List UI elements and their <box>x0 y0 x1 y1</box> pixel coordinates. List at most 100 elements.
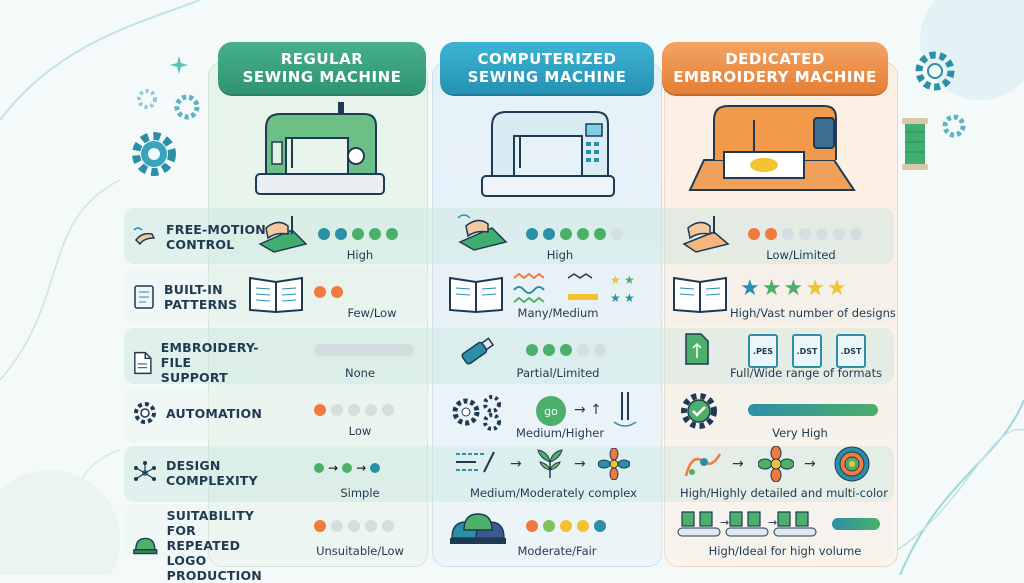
feature-label-automation: AUTOMATION <box>166 405 263 421</box>
rating-dots <box>526 520 606 532</box>
pattern-book-icon <box>134 285 154 309</box>
rating-dots <box>526 228 623 240</box>
file-icon <box>134 351 152 374</box>
svg-text:★: ★ <box>610 291 621 305</box>
usb-file-icon <box>685 333 709 365</box>
network-icon <box>134 461 156 481</box>
production-line-icon: →→ <box>677 511 817 537</box>
flower-icon <box>758 446 794 482</box>
usb-drive-icon <box>461 337 495 365</box>
arrow-icon: → ↑ <box>574 402 602 418</box>
header-regular-line2: SEWING MACHINE <box>242 68 402 86</box>
rating-dots <box>314 404 394 416</box>
svg-text:★: ★ <box>624 273 635 287</box>
gear-icon <box>942 114 966 138</box>
value-embroidery-free-motion: Low/Limited <box>766 248 836 262</box>
pattern-book-icon <box>673 276 727 314</box>
value-computerized-automation: Medium/Higher <box>515 426 605 440</box>
arrow-icon: → <box>732 456 744 472</box>
value-embroidery-logo-production: High/Ideal for high volume <box>708 544 862 558</box>
gear-icon <box>132 132 176 176</box>
embroidery-machine-icon <box>688 105 856 191</box>
arrow-icon: → <box>804 456 816 472</box>
thread-spool-icon <box>902 118 928 170</box>
empty-bar <box>314 344 414 356</box>
value-computerized-logo-production: Moderate/Fair <box>517 544 597 558</box>
hand-fabric-icon <box>133 227 156 246</box>
value-regular-built-in-patterns: Few/Low <box>347 306 397 320</box>
value-computerized-design-complexity: Medium/Moderately complex <box>470 486 637 500</box>
value-computerized-free-motion: High <box>546 248 574 262</box>
value-computerized-embroidery-file: Partial/Limited <box>516 366 600 380</box>
rating-dots <box>318 228 398 240</box>
header-computerized-line2: SEWING MACHINE <box>467 68 627 86</box>
pattern-book-icon <box>449 276 503 314</box>
value-regular-design-complexity: Simple <box>340 486 380 500</box>
value-regular-automation: Low <box>348 424 372 438</box>
svg-text:★: ★ <box>610 273 621 287</box>
stitch-patterns-icon: ★★★★ <box>513 272 635 305</box>
feature-automation: AUTOMATION <box>132 400 282 426</box>
svg-text:→: → <box>768 516 777 529</box>
row-design-complexity <box>124 446 894 502</box>
value-regular-embroidery-file: None <box>344 366 375 380</box>
header-embroidery-line2: EMBROIDERY MACHINE <box>673 68 877 86</box>
rating-dots <box>748 228 862 240</box>
value-embroidery-embroidery-file: Full/Wide range of formats <box>730 366 883 380</box>
progression-dots: →→ <box>314 461 381 475</box>
header-regular: REGULAR SEWING MACHINE <box>218 42 426 94</box>
value-computerized-built-in-patterns: Many/Medium <box>517 306 599 320</box>
hand-fabric-icon <box>457 214 508 251</box>
value-regular-logo-production: Unsuitable/Low <box>316 544 404 558</box>
mandala-icon <box>834 446 870 482</box>
header-computerized-line1: COMPUTERIZED <box>477 50 617 68</box>
rating-dots <box>314 286 343 298</box>
svg-text:→: → <box>720 516 729 529</box>
gear-icon <box>137 89 157 109</box>
flower-icon <box>598 448 630 480</box>
pattern-book-icon <box>249 276 303 314</box>
hand-fabric-icon <box>682 216 730 253</box>
sparkle-icon <box>170 56 188 74</box>
caps-icon <box>450 513 506 544</box>
header-embroidery: DEDICATED EMBROIDERY MACHINE <box>662 42 888 94</box>
value-embroidery-built-in-patterns: High/Vast number of designs <box>730 306 896 320</box>
full-bar <box>748 404 878 416</box>
hand-fabric-icon <box>258 216 308 253</box>
full-bar <box>832 518 880 530</box>
header-computerized: COMPUTERIZED SEWING MACHINE <box>440 42 654 94</box>
ornament-icon <box>684 453 722 477</box>
regular-sewing-machine-icon <box>255 102 385 195</box>
arrow-icon: → <box>574 456 586 472</box>
arrow-icon: → <box>510 456 522 472</box>
gear-check-icon <box>681 393 717 429</box>
svg-text:★: ★ <box>624 291 635 305</box>
cap-icon <box>133 537 158 554</box>
value-regular-free-motion: High <box>346 248 374 262</box>
file-format-badge: .PES <box>748 334 778 368</box>
gear-icon <box>174 94 200 120</box>
rating-dots <box>526 344 606 356</box>
leaf-icon <box>537 449 563 478</box>
stars-icon: ★★★★★ <box>740 276 849 301</box>
value-embroidery-automation: Very High <box>772 426 828 440</box>
rating-dots <box>314 520 394 532</box>
header-regular-line1: REGULAR <box>280 50 364 68</box>
stitch-lines-icon <box>456 451 495 473</box>
file-format-badge: .DST <box>836 334 866 368</box>
needle-icon <box>613 392 637 427</box>
gear-icon <box>915 51 955 91</box>
go-button-icon: go <box>536 396 566 426</box>
gears-icon <box>452 395 501 431</box>
